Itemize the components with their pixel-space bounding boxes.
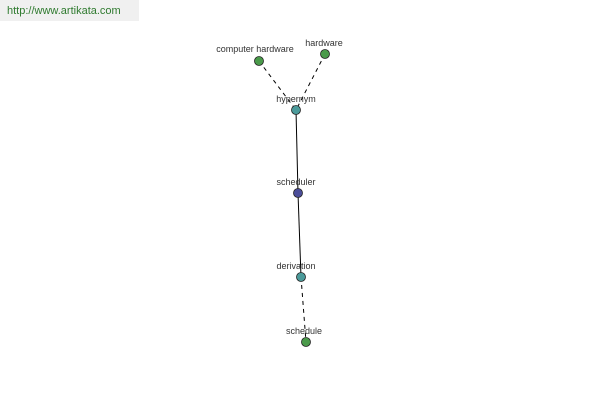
node-hardware[interactable] — [320, 49, 330, 59]
node-label-hypernym[interactable]: hypernym — [276, 94, 316, 104]
node-hypernym[interactable] — [291, 105, 301, 115]
url-banner: http://www.artikata.com — [0, 0, 139, 21]
edge-scheduler-derivation — [297, 192, 302, 278]
node-derivation[interactable] — [296, 272, 306, 282]
edge-computer-hardware-hypernym — [258, 60, 297, 111]
edge-derivation-schedule — [300, 276, 307, 343]
node-label-derivation[interactable]: derivation — [276, 261, 315, 271]
node-scheduler[interactable] — [293, 188, 303, 198]
url-link[interactable]: http://www.artikata.com — [7, 5, 121, 17]
node-schedule[interactable] — [301, 337, 311, 347]
graph-nodes — [254, 49, 330, 347]
node-computer-hardware[interactable] — [254, 56, 264, 66]
node-label-hardware[interactable]: hardware — [305, 38, 343, 48]
node-label-schedule[interactable]: schedule — [286, 326, 322, 336]
graph-labels: computer hardware hardware hypernym schedul… — [216, 38, 343, 336]
graph-edges — [258, 53, 326, 343]
node-label-scheduler[interactable]: scheduler — [276, 177, 315, 187]
edge-hardware-hypernym — [295, 53, 326, 111]
node-label-computer-hardware[interactable]: computer hardware — [216, 44, 294, 54]
edge-hypernym-scheduler — [295, 109, 299, 194]
